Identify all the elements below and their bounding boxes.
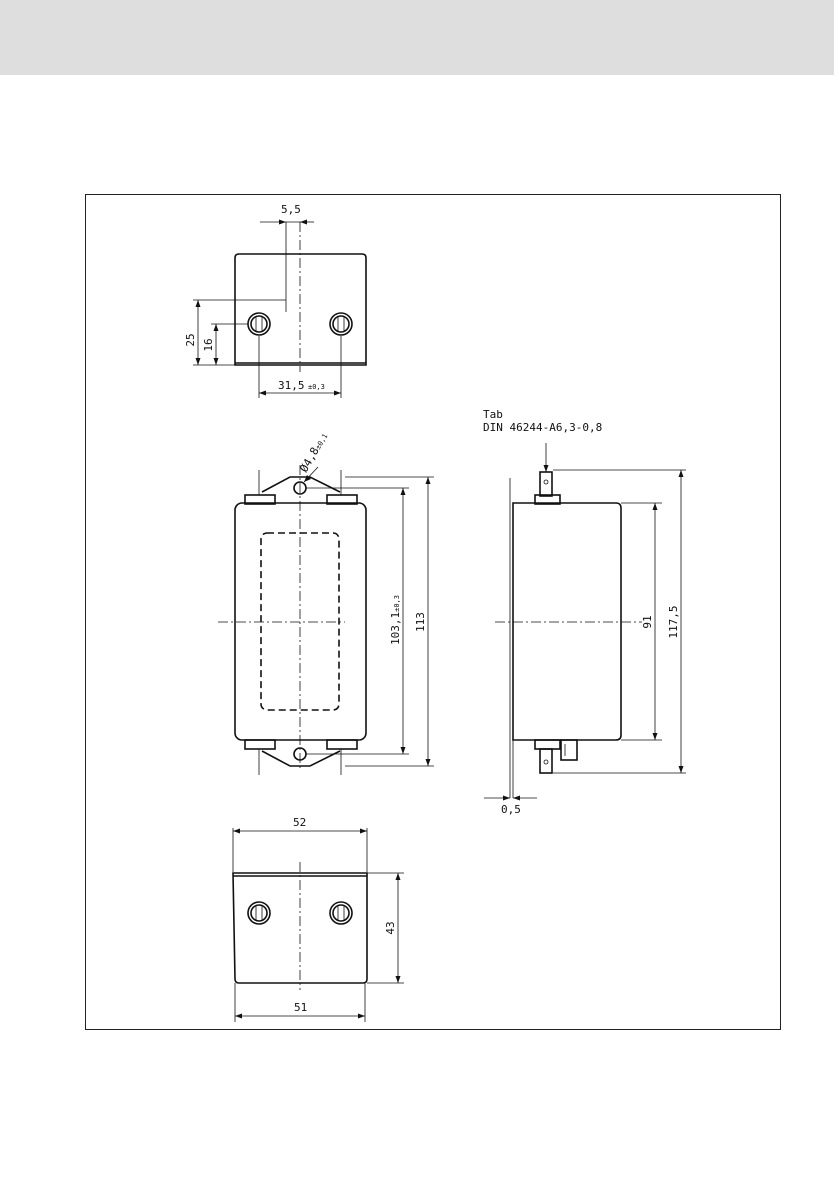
dim-top-hole-offset: 5,5 <box>281 203 301 216</box>
front-bottom-flange <box>262 751 340 766</box>
dim-bottom-top-width: 52 <box>293 816 306 829</box>
dim-side-overall: 117,5 <box>667 605 680 638</box>
top-view: 5,5 25 16 31,5 ±0,3 <box>184 203 366 398</box>
dim-front-height: 103,1±0,3 <box>389 595 402 645</box>
dim-front-overall: 113 <box>414 612 427 632</box>
front-view-housing <box>235 503 366 740</box>
bottom-view: 52 43 51 <box>233 816 404 1022</box>
bottom-terminal-left <box>248 902 270 924</box>
bottom-terminal-right <box>330 902 352 924</box>
dim-top-width-tolerance: ±0,3 <box>308 383 325 391</box>
dim-top-height-16: 16 <box>202 338 215 351</box>
dim-bottom-width: 51 <box>294 1001 307 1014</box>
dim-side-height: 91 <box>641 615 654 628</box>
side-view-housing <box>513 503 621 740</box>
tab-label-line2: DIN 46244-A6,3-0,8 <box>483 421 602 434</box>
side-bottom-terminal-base <box>535 740 560 749</box>
top-terminal-left <box>248 313 270 335</box>
tab-label-line1: Tab <box>483 408 503 421</box>
dim-top-height-25: 25 <box>184 333 197 346</box>
dim-side-thickness: 0,5 <box>501 803 521 816</box>
front-bottom-terminal-left <box>245 740 275 749</box>
dim-hole-diameter: Ø4,8±0,1 <box>297 430 330 474</box>
front-bottom-terminal-right <box>327 740 357 749</box>
side-view: Tab DIN 46244-A6,3-0,8 91 117,5 <box>483 408 686 816</box>
top-terminal-right <box>330 313 352 335</box>
top-view-housing <box>235 254 366 365</box>
dim-top-width: 31,5 <box>278 379 305 392</box>
front-top-flange <box>262 477 340 492</box>
front-view: Ø4,8±0,1 103,1±0,3 113 <box>218 430 434 775</box>
side-bottom-tab-right <box>561 740 577 760</box>
dim-bottom-height: 43 <box>384 921 397 934</box>
side-bottom-tab-left <box>540 749 552 773</box>
